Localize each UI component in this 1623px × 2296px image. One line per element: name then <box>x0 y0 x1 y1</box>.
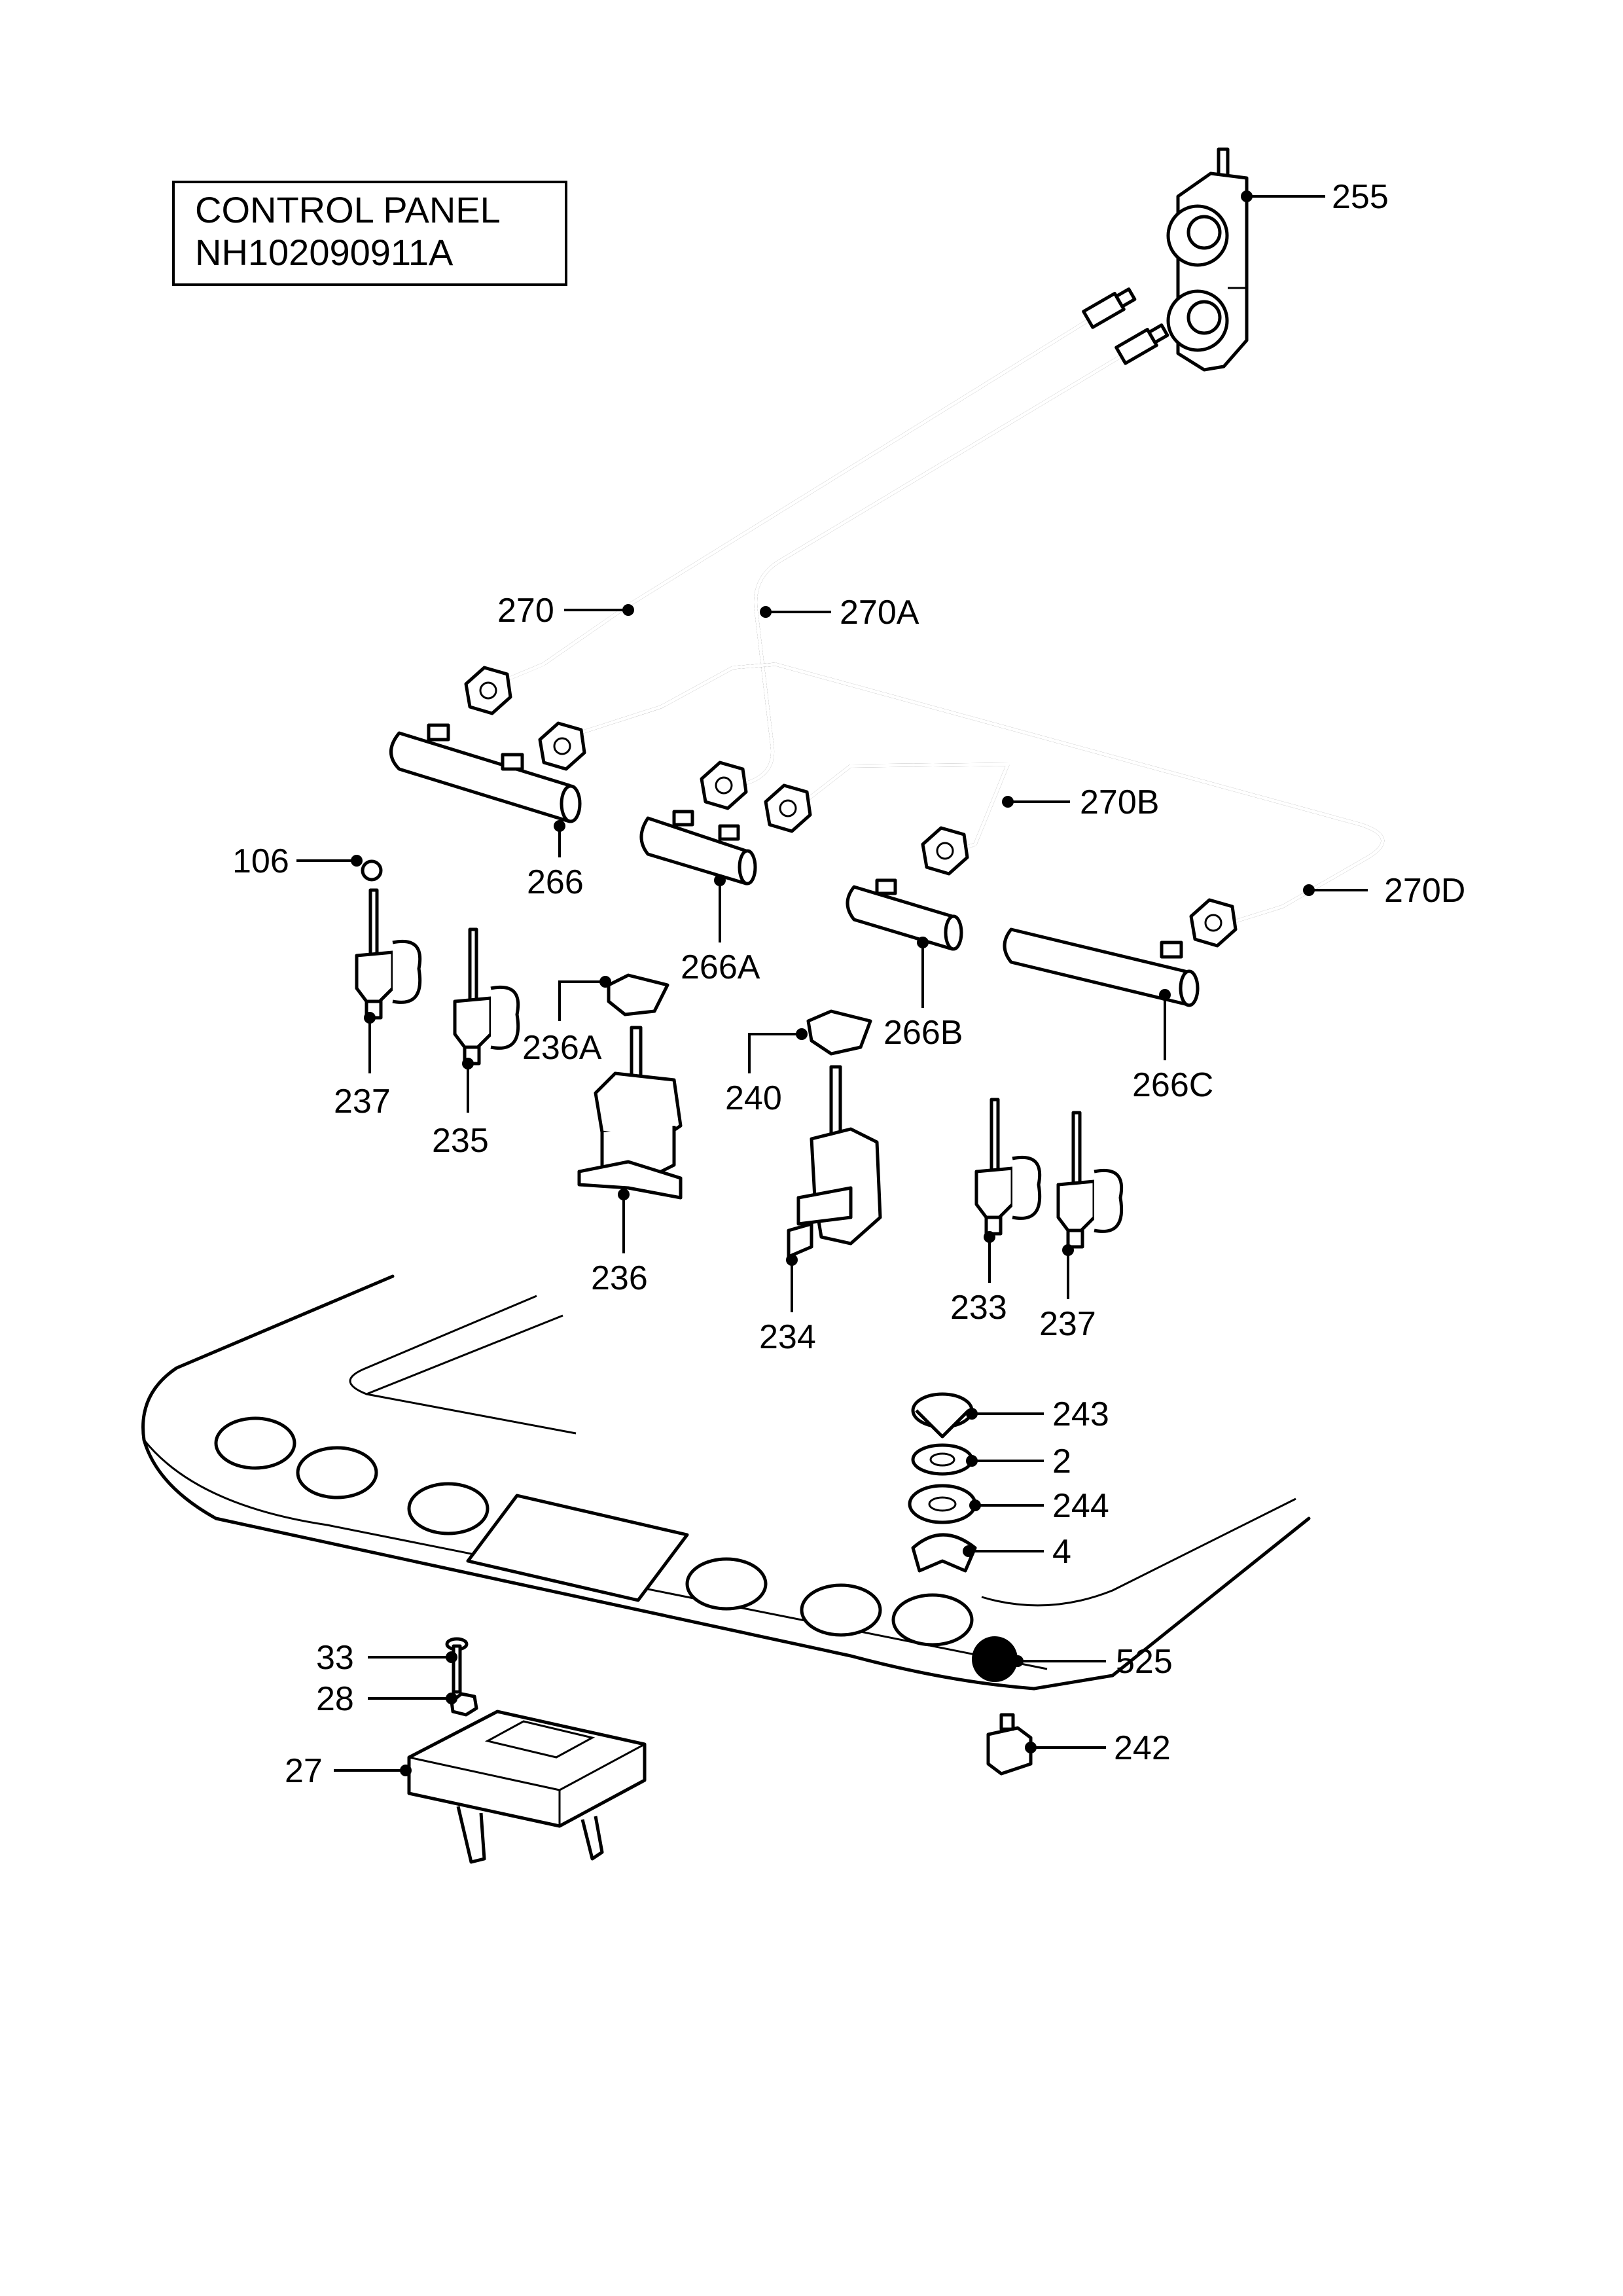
injector-tube-266C <box>1003 927 1200 1007</box>
valve-234 <box>787 1009 882 1259</box>
callout-244: 244 <box>1052 1487 1109 1525</box>
cap-525 <box>972 1636 1018 1682</box>
callout-240: 240 <box>725 1079 782 1117</box>
callout-2: 2 <box>1052 1443 1071 1480</box>
callout-270B: 270B <box>1080 783 1159 821</box>
callout-4: 4 <box>1052 1533 1071 1571</box>
injector-tube-266 <box>389 723 582 823</box>
injector-tube-266B <box>846 878 963 951</box>
callout-243: 243 <box>1052 1395 1109 1433</box>
callout-235: 235 <box>432 1122 489 1160</box>
pipe-fittings <box>464 287 1238 948</box>
callout-233: 233 <box>950 1289 1007 1327</box>
title-box: CONTROL PANEL NH102090911A <box>172 181 567 286</box>
control-panel-display-window <box>466 1494 689 1602</box>
callout-237-left: 237 <box>334 1083 391 1121</box>
callout-236A: 236A <box>522 1029 602 1067</box>
callout-33: 33 <box>316 1639 354 1677</box>
valve-237-left <box>355 859 422 1020</box>
callout-234: 234 <box>759 1318 816 1356</box>
controller-box-27 <box>407 1710 647 1864</box>
screw-33 <box>445 1637 469 1694</box>
callout-266C: 266C <box>1132 1066 1213 1104</box>
callout-237-right: 237 <box>1039 1305 1096 1343</box>
callout-236: 236 <box>591 1259 648 1297</box>
callout-266: 266 <box>527 863 584 901</box>
callout-255: 255 <box>1332 178 1389 216</box>
callout-106: 106 <box>232 842 289 880</box>
valve-236 <box>577 973 683 1200</box>
control-panel-body <box>141 1274 1311 1691</box>
nut-28 <box>450 1692 478 1717</box>
knob-ring-244 <box>908 1484 977 1524</box>
valve-233 <box>974 1098 1042 1236</box>
gas-pipe-270A <box>724 351 1128 791</box>
gas-pipe-270B <box>790 762 1010 856</box>
title-line-2: NH102090911A <box>195 232 454 273</box>
callout-27: 27 <box>285 1752 323 1790</box>
valve-237-right <box>1056 1111 1124 1249</box>
callout-leaders <box>296 190 1368 1776</box>
gas-pipe-270D <box>567 662 1384 925</box>
callout-525: 525 <box>1116 1643 1173 1681</box>
switch-242 <box>986 1713 1033 1776</box>
callout-242: 242 <box>1114 1729 1171 1767</box>
injector-tube-266A <box>639 810 757 886</box>
gas-valve-255 <box>1166 147 1249 372</box>
gas-pipe-270 <box>502 315 1095 683</box>
callout-270D: 270D <box>1384 872 1465 910</box>
callout-270: 270 <box>497 592 554 630</box>
callout-labels: 255 270 270A 270B 270D 266 266A 266B 266… <box>232 178 1465 1790</box>
callout-270A: 270A <box>840 594 919 632</box>
callout-28: 28 <box>316 1680 354 1718</box>
knob-plate-4 <box>911 1533 977 1573</box>
control-panel-knob-recesses <box>214 1416 974 1647</box>
knob-ring-2 <box>911 1443 974 1476</box>
title-line-1: CONTROL PANEL <box>195 189 501 230</box>
valve-235 <box>453 927 520 1066</box>
callout-266B: 266B <box>883 1014 963 1052</box>
knob-243 <box>911 1392 974 1439</box>
callout-266A: 266A <box>681 948 760 986</box>
